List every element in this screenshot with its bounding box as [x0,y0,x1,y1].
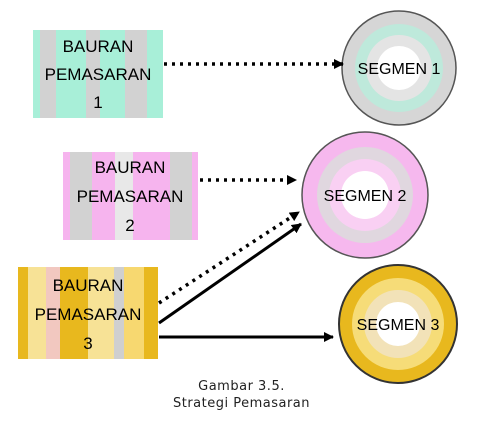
mix-1-line1: BAURAN [63,37,134,56]
marketing-mix-box-2: BAURAN PEMASARAN 2 [63,152,198,240]
mix-2-number: 2 [125,216,134,235]
mix-3-line1: BAURAN [53,276,124,295]
segment-circle-2: SEGMEN 2 [301,131,429,259]
segment-3-label: SEGMEN 3 [357,317,440,334]
caption-title: Strategi Pemasaran [172,396,311,411]
segment-circle-1: SEGMEN 1 [341,10,457,126]
marketing-mix-box-3: BAURAN PEMASARAN 3 [18,267,158,359]
mix-2-line1: BAURAN [95,158,166,177]
mix-3-number: 3 [83,334,92,353]
mix-1-line2: PEMASARAN [45,65,152,84]
segment-2-label: SEGMEN 2 [324,188,407,205]
mix-3-line2: PEMASARAN [35,305,142,324]
segment-circle-3: SEGMEN 3 [338,264,458,384]
mix-1-number: 1 [93,93,102,112]
caption-figure-number: Gambar 3.5. [198,379,285,394]
solid-arrow-mix3-to-segment2 [158,222,302,325]
marketing-mix-box-1: BAURAN PEMASARAN 1 [33,30,163,118]
segment-1-label: SEGMEN 1 [358,61,441,78]
mix-2-line2: PEMASARAN [77,187,184,206]
